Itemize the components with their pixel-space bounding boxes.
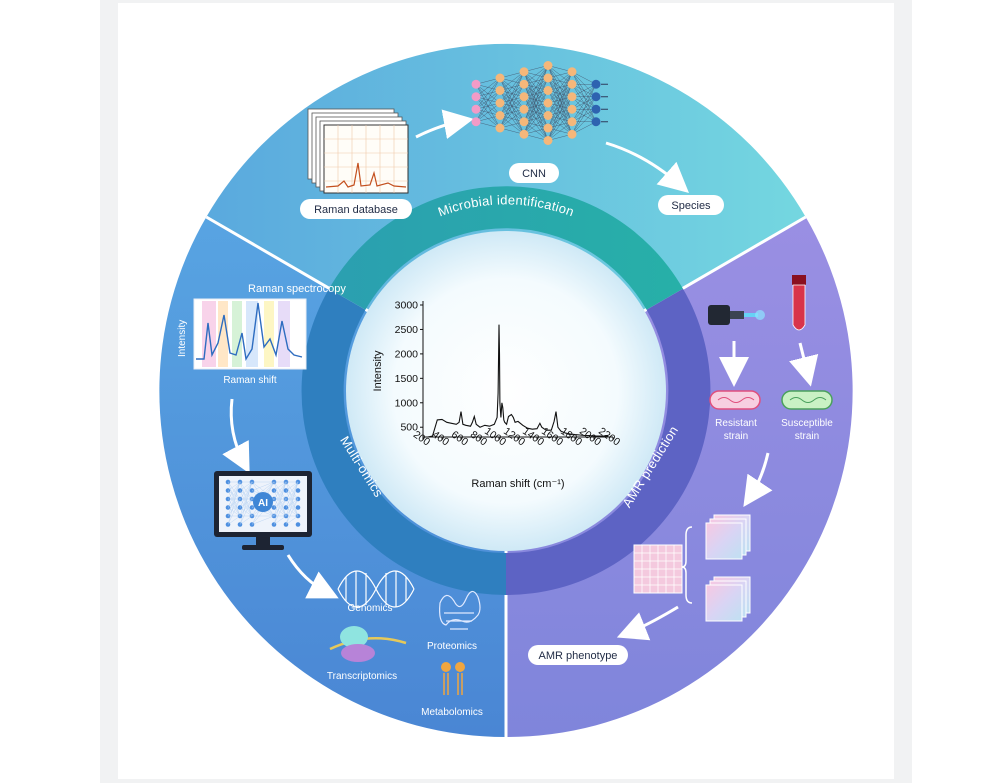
raman-database-icon: [307, 108, 409, 194]
cnn-node: [519, 117, 529, 127]
dna-icon: [337, 570, 415, 608]
resistant-label-line2: strain: [724, 431, 748, 442]
cnn-node: [495, 111, 505, 120]
y-tick-label: 1000: [395, 397, 419, 409]
resistant-bacterium-icon: [709, 390, 761, 410]
cnn-node: [519, 92, 529, 102]
amr-phenotype-pill: [528, 645, 628, 665]
raman-database-pill: [300, 199, 412, 219]
lipid-icon: [441, 662, 465, 695]
cnn-node: [543, 98, 553, 108]
cnn-node: [567, 79, 577, 89]
ai-monitor-icon: [214, 471, 312, 550]
figure-canvas: Microbial identification Multi-omics AMR…: [118, 3, 894, 779]
species-label: Species: [671, 200, 711, 212]
cnn-node: [471, 79, 481, 89]
cnn-node: [543, 111, 553, 120]
y-tick-label: 2000: [395, 348, 419, 360]
cnn-node: [591, 92, 601, 102]
y-tick-label: 1500: [395, 373, 419, 385]
proteomics-label: Proteomics: [427, 641, 477, 652]
cnn-pill: [509, 163, 559, 183]
data-grid-icon: [633, 544, 683, 594]
arrow-icon: [415, 109, 474, 139]
spectrum-intensity-label: Intensity: [177, 320, 188, 357]
raman-spectroscopy-title: Raman spectrocopy: [248, 283, 346, 295]
species-pill: [658, 195, 724, 215]
cnn-node: [591, 104, 601, 114]
ai-label: AI: [258, 498, 268, 509]
cnn-node: [471, 92, 481, 102]
protein-icon: [439, 590, 481, 630]
susceptible-label-line2: strain: [795, 431, 819, 442]
cnn-node: [495, 73, 505, 83]
cnn-node: [519, 104, 529, 114]
spectrum-raman-shift-label: Raman shift: [223, 375, 277, 386]
ring-multi-omics: [301, 288, 506, 596]
chart-xlabel: Raman shift (cm⁻¹): [471, 478, 564, 490]
cnn-node: [519, 79, 529, 89]
cnn-node: [543, 136, 553, 145]
arrow-icon: [605, 141, 689, 193]
ring-microbial-identification: [329, 186, 683, 310]
cnn-node: [519, 129, 529, 139]
y-tick-label: 3000: [395, 300, 419, 312]
cnn-node: [543, 123, 553, 133]
spectrum-line: [427, 324, 609, 438]
cnn-node: [567, 117, 577, 127]
cnn-node: [567, 67, 577, 77]
metabolomics-label: Metabolomics: [421, 707, 483, 718]
cnn-node: [567, 129, 577, 139]
cnn-nodes: [471, 61, 608, 145]
diagram-svg: Microbial identification Multi-omics AMR…: [159, 43, 853, 738]
ring-amr-prediction: [506, 288, 711, 596]
center-circle: [346, 231, 666, 551]
arrow-icon: [743, 452, 773, 507]
cnn-node: [567, 92, 577, 102]
raman-spectrum-panel: [193, 298, 307, 370]
raman-database-label: Raman database: [314, 204, 398, 216]
cnn-node: [495, 123, 505, 133]
laser-probe-icon: [708, 305, 765, 325]
cnn-node: [495, 98, 505, 108]
ribosome-icon: [329, 626, 407, 662]
cnn-node: [543, 73, 553, 83]
chart-ylabel: Intensity: [372, 350, 384, 391]
cnn-node: [519, 67, 529, 77]
cnn-label: CNN: [522, 168, 546, 180]
arrow-icon: [286, 554, 339, 599]
blood-tube-icon: [792, 275, 806, 331]
cnn-node: [471, 117, 481, 127]
arrow-icon: [222, 398, 250, 474]
feature-map-stack-icon: [681, 514, 751, 622]
arrow-icon: [616, 605, 679, 641]
y-tick-label: 2500: [395, 324, 419, 336]
cnn-node: [543, 61, 553, 70]
cnn-node: [591, 117, 601, 127]
cnn-node: [495, 86, 505, 95]
susceptible-bacterium-icon: [781, 390, 833, 410]
arrow-icon: [789, 342, 819, 387]
y-tick-label: 500: [400, 422, 418, 434]
cnn-node: [543, 86, 553, 95]
resistant-label-line1: Resistant: [715, 418, 757, 429]
cnn-node: [567, 104, 577, 114]
transcriptomics-label: Transcriptomics: [327, 671, 397, 682]
amr-phenotype-label: AMR phenotype: [539, 650, 618, 662]
genomics-label: Genomics: [347, 603, 392, 614]
cnn-node: [591, 79, 601, 89]
susceptible-label-line1: Susceptible: [781, 418, 833, 429]
cnn-node: [471, 104, 481, 114]
